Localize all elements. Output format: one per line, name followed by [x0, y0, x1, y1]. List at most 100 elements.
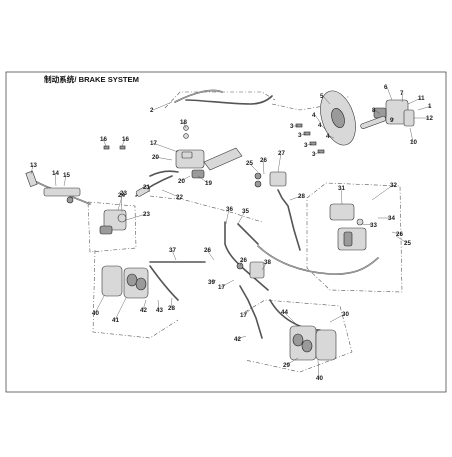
callout-leader-c35 [237, 210, 246, 225]
callout-c40b: 40 [316, 375, 323, 382]
boundary-top [164, 91, 276, 109]
callout-leader-c8 [374, 109, 381, 115]
callout-leader-c40a [94, 295, 105, 314]
callout-c7: 7 [400, 90, 404, 97]
callout-leader-c30 [329, 313, 346, 323]
callout-c26b: 26 [396, 231, 403, 238]
callout-leader-c21 [145, 186, 151, 193]
callout-c14: 14 [52, 170, 59, 177]
callout-c3c: 3 [304, 142, 308, 149]
callout-c18: 18 [180, 119, 187, 126]
brake-disc [320, 90, 356, 146]
callout-leader-c3b [300, 133, 307, 136]
callout-c25a: 25 [246, 160, 253, 167]
handlebar-master-cylinder [175, 125, 243, 179]
callout-c26c: 26 [204, 247, 211, 254]
callout-leader-c43 [157, 299, 160, 311]
rear-caliper [329, 203, 367, 251]
leader-lines [30, 86, 432, 379]
callout-c33: 33 [370, 222, 377, 229]
callout-leader-c11 [407, 97, 422, 105]
brake-lines [27, 89, 379, 339]
callout-c17a: 17 [150, 140, 157, 147]
callout-c4b: 4 [318, 122, 322, 129]
callout-c6: 6 [384, 84, 388, 91]
callout-leader-c37 [171, 249, 177, 261]
callout-c41: 41 [112, 317, 119, 324]
callout-c25b: 25 [404, 240, 411, 247]
callout-c22: 22 [176, 194, 183, 201]
callout-leader-c26b [391, 231, 400, 235]
front-left-caliper [101, 265, 149, 299]
callout-leader-c19 [197, 175, 209, 184]
callout-c38: 38 [264, 259, 271, 266]
callout-leader-c2 [152, 101, 173, 111]
callout-leader-c16a [102, 138, 107, 147]
callout-leader-c33 [361, 223, 374, 226]
callout-c9: 9 [390, 117, 394, 124]
boundary-front-right [244, 299, 353, 373]
callout-c12: 12 [426, 115, 433, 122]
callout-c19: 19 [205, 180, 212, 187]
boundary-front-left [92, 249, 179, 339]
callout-leader-c29 [285, 357, 299, 366]
callout-leader-c13 [30, 164, 34, 175]
callout-leader-c15 [63, 174, 67, 187]
callout-c28b: 28 [168, 305, 175, 312]
callout-leader-c3c [306, 143, 313, 146]
callout-c40a: 40 [92, 310, 99, 317]
callout-leader-c10 [409, 127, 414, 143]
callout-leader-c26d [239, 259, 244, 267]
callout-c30: 30 [342, 311, 349, 318]
callout-leader-c5 [322, 95, 331, 105]
callout-c21: 21 [143, 184, 150, 191]
callout-leader-c16b [121, 138, 126, 147]
callout-c15: 15 [63, 172, 70, 179]
callout-leader-c40b [317, 359, 320, 379]
callout-c39: 39 [208, 279, 215, 286]
callout-leader-c44 [283, 311, 299, 327]
callout-c42a: 42 [140, 307, 147, 314]
callout-leader-c20b [180, 175, 191, 182]
callout-c16b: 16 [122, 136, 129, 143]
callout-leader-c6 [386, 86, 393, 101]
callout-leader-c23a [117, 192, 124, 211]
callout-leader-c18 [182, 121, 187, 129]
callout-c20b: 20 [178, 178, 185, 185]
callout-leader-c28a [289, 195, 302, 201]
callout-leader-c17c [242, 309, 251, 316]
callout-leader-c22 [161, 189, 180, 198]
front-right-caliper [289, 325, 337, 361]
callout-leader-c4b [320, 124, 327, 131]
callout-c16a: 16 [100, 136, 107, 143]
callout-leader-c17b [220, 279, 235, 288]
callout-c4a: 4 [312, 112, 316, 119]
mount-bolts [103, 145, 126, 150]
callout-leader-c17a [152, 142, 179, 153]
callout-leader-c26c [206, 249, 215, 261]
callout-leader-c1 [417, 105, 432, 111]
callout-c17b: 17 [218, 284, 225, 291]
diagram-title: 制动系统/ BRAKE SYSTEM [44, 74, 139, 84]
callout-leader-c24 [120, 194, 123, 213]
foot-master-cylinder [99, 185, 151, 235]
callout-c23a: 23 [120, 190, 127, 197]
callout-c20a: 20 [152, 154, 159, 161]
callout-leader-c7 [401, 92, 404, 103]
diagram-frame [5, 71, 447, 393]
callout-c29: 29 [283, 362, 290, 369]
callout-c26d: 26 [240, 257, 247, 264]
parking-caliper [360, 99, 415, 130]
callout-leader-c4a [314, 114, 321, 123]
callout-leader-c9 [392, 117, 395, 121]
callout-c11: 11 [418, 95, 425, 102]
callout-c3a: 3 [290, 123, 294, 130]
callout-leader-c14 [54, 172, 57, 187]
disc-bolts [295, 123, 325, 154]
callout-leader-c25a [248, 162, 259, 173]
callout-c42b: 42 [234, 336, 241, 343]
callout-c37: 37 [169, 247, 176, 254]
callout-c13: 13 [30, 162, 37, 169]
